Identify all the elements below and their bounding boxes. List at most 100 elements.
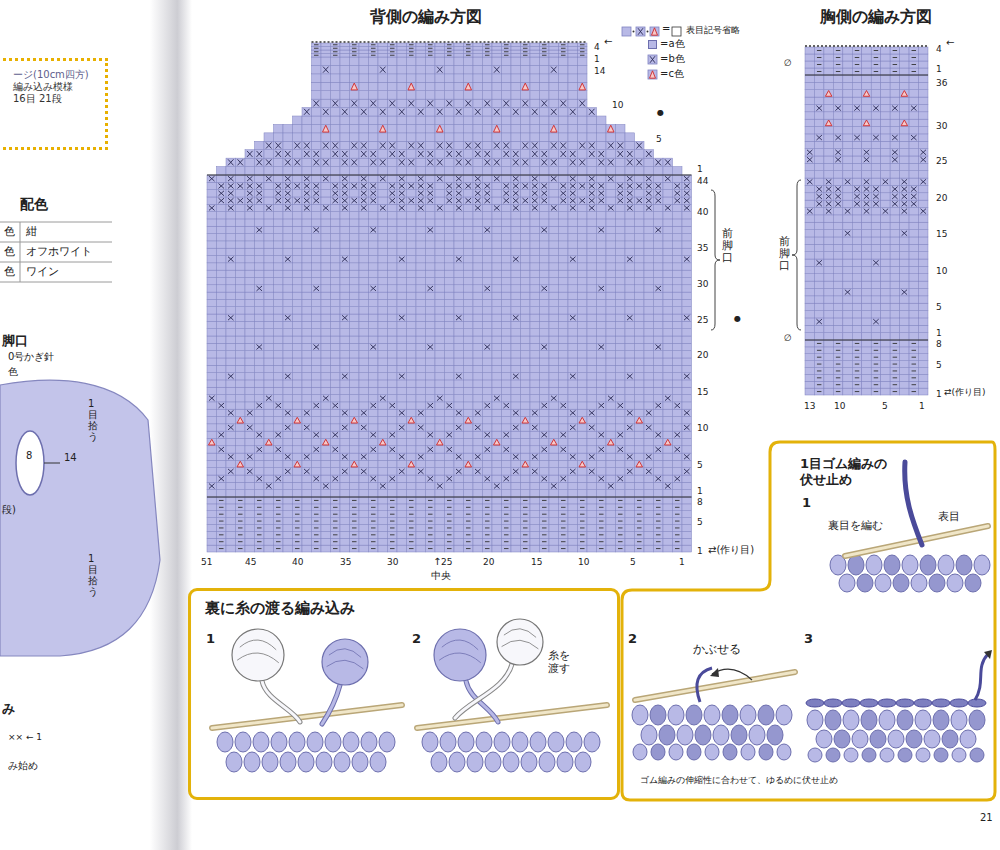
chart-cell <box>378 329 388 336</box>
chart-cell <box>359 525 369 532</box>
chart-cell <box>587 504 597 511</box>
chart-cell <box>549 424 559 431</box>
chart-cell <box>682 380 692 387</box>
chart-cell <box>407 402 417 409</box>
chart-cell <box>663 402 673 409</box>
chart-cell <box>255 307 265 314</box>
chart-cell <box>435 358 445 365</box>
chart-cell <box>530 504 540 511</box>
chart-cell <box>464 365 474 372</box>
chart-cell <box>606 343 616 350</box>
chart-cell <box>226 336 236 343</box>
chart-cell <box>502 314 512 321</box>
chart-cell <box>445 307 455 314</box>
chart-cell <box>264 314 274 321</box>
chart-cell <box>654 424 664 431</box>
chart-cell <box>530 417 540 424</box>
chart-cell <box>331 409 341 416</box>
chart-cell <box>587 417 597 424</box>
chart-cell <box>597 358 607 365</box>
chart-cell <box>255 468 265 475</box>
chart-cell <box>549 545 559 552</box>
chart-cell <box>587 538 597 545</box>
chart-cell <box>359 518 369 525</box>
chart-cell <box>473 395 483 402</box>
chart-cell <box>226 518 236 525</box>
chart-cell <box>663 343 673 350</box>
chart-cell <box>663 417 673 424</box>
chart-cell <box>464 446 474 453</box>
chart-cell <box>378 387 388 394</box>
chart-cell <box>245 387 255 394</box>
chart-cell <box>435 373 445 380</box>
chart-cell <box>397 538 407 545</box>
chart-cell <box>378 497 388 504</box>
chart-cell <box>663 373 673 380</box>
garment-illustration <box>0 380 160 656</box>
chart-cell <box>245 431 255 438</box>
chart-cell <box>540 321 550 328</box>
chart-cell <box>597 299 607 306</box>
chart-cell <box>255 387 265 394</box>
chart-cell <box>236 453 246 460</box>
chart-cell <box>397 438 407 445</box>
chart-cell <box>350 299 360 306</box>
chart-cell <box>559 321 569 328</box>
chart-cell <box>359 490 369 497</box>
chart-cell <box>521 468 531 475</box>
chart-cell <box>606 380 616 387</box>
chart-cell <box>350 351 360 358</box>
chart-cell <box>492 475 502 482</box>
chart-cell <box>226 460 236 467</box>
chart-cell <box>264 380 274 387</box>
chart-cell <box>578 343 588 350</box>
chart-cell <box>359 299 369 306</box>
chart-cell <box>568 446 578 453</box>
chart-cell <box>236 343 246 350</box>
chart-cell <box>445 453 455 460</box>
chart-cell <box>464 321 474 328</box>
chart-cell <box>606 468 616 475</box>
chart-cell <box>397 395 407 402</box>
chart-cell <box>340 518 350 525</box>
chart-cell <box>226 490 236 497</box>
chart-cell <box>606 504 616 511</box>
chart-cell <box>454 446 464 453</box>
chart-cell <box>559 336 569 343</box>
chart-cell <box>274 299 284 306</box>
chart-cell <box>616 424 626 431</box>
chart-cell <box>616 314 626 321</box>
chart-cell <box>321 299 331 306</box>
chart-cell <box>435 504 445 511</box>
chart-cell <box>445 417 455 424</box>
chart-cell <box>274 358 284 365</box>
chart-cell <box>302 395 312 402</box>
chart-cell <box>207 504 217 511</box>
chart-cell <box>226 402 236 409</box>
chart-cell <box>388 329 398 336</box>
chart-cell <box>369 373 379 380</box>
chart-cell <box>331 321 341 328</box>
chart-cell <box>673 424 683 431</box>
chart-cell <box>663 299 673 306</box>
chart-cell <box>606 409 616 416</box>
chart-cell <box>464 395 474 402</box>
chart-cell <box>312 314 322 321</box>
chart-cell <box>236 373 246 380</box>
chart-cell <box>483 468 493 475</box>
chart-cell <box>226 531 236 538</box>
chart-cell <box>283 504 293 511</box>
chart-cell <box>521 358 531 365</box>
chart-cell <box>321 373 331 380</box>
chart-cell <box>511 460 521 467</box>
chart-cell <box>549 373 559 380</box>
chart-cell <box>511 299 521 306</box>
chart-cell <box>616 351 626 358</box>
chart-cell <box>321 424 331 431</box>
chart-cell <box>559 409 569 416</box>
chart-cell <box>644 336 654 343</box>
chart-cell <box>274 387 284 394</box>
chart-cell <box>283 460 293 467</box>
chart-cell <box>663 307 673 314</box>
